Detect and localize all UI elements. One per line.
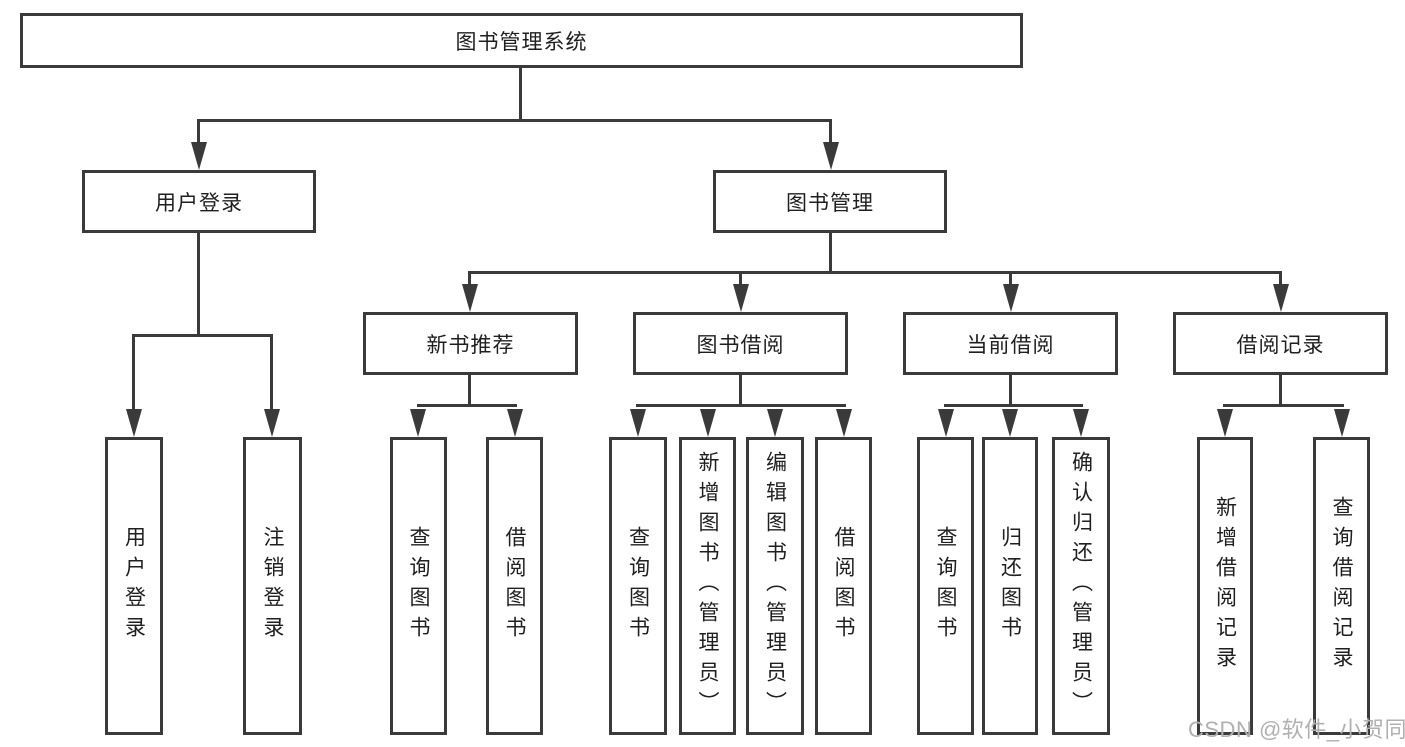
connector-line <box>132 334 135 412</box>
leaf-query-borrow-record: 查询借阅记录 <box>1313 437 1370 735</box>
leaf-query-books-borrow: 查询图书 <box>609 437 667 735</box>
connector-line <box>1279 271 1282 287</box>
node-book-management: 图书管理 <box>713 170 947 233</box>
connector-line <box>1009 375 1012 406</box>
arrow-down-icon <box>191 142 207 170</box>
node-new-book-recommendation: 新书推荐 <box>363 312 578 375</box>
node-borrowing-records: 借阅记录 <box>1173 312 1388 375</box>
arrow-down-icon <box>823 142 839 170</box>
leaf-return-books: 归还图书 <box>982 437 1038 735</box>
arrow-down-icon <box>733 284 749 312</box>
arrow-down-icon <box>126 409 142 437</box>
connector-line <box>636 404 846 407</box>
connector-line <box>1279 375 1282 406</box>
node-user-login: 用户登录 <box>82 170 316 233</box>
connector-line <box>417 404 517 407</box>
connector-line <box>519 68 522 122</box>
connector-line <box>468 375 471 406</box>
arrow-down-icon <box>1073 409 1089 437</box>
arrow-down-icon <box>1273 284 1289 312</box>
node-book-borrowing: 图书借阅 <box>633 312 848 375</box>
arrow-down-icon <box>1334 409 1350 437</box>
connector-line <box>1223 404 1344 407</box>
arrow-down-icon <box>938 409 954 437</box>
leaf-query-books-newbook: 查询图书 <box>390 437 447 735</box>
leaf-add-borrow-record: 新增借阅记录 <box>1197 437 1253 735</box>
leaf-borrow-books-newbook: 借阅图书 <box>486 437 543 735</box>
connector-line <box>197 119 832 122</box>
arrow-down-icon <box>1002 409 1018 437</box>
arrow-down-icon <box>1217 409 1233 437</box>
connector-line <box>468 271 1282 274</box>
leaf-add-books-admin: 新增图书（管理员） <box>679 437 736 735</box>
arrow-down-icon <box>836 409 852 437</box>
connector-line <box>739 271 742 287</box>
arrow-down-icon <box>410 409 426 437</box>
arrow-down-icon <box>462 284 478 312</box>
node-library-system: 图书管理系统 <box>20 13 1023 68</box>
arrow-down-icon <box>630 409 646 437</box>
arrow-down-icon <box>507 409 523 437</box>
connector-line <box>944 404 1083 407</box>
connector-line <box>468 271 471 287</box>
node-current-borrowing: 当前借阅 <box>903 312 1118 375</box>
connector-line <box>132 334 273 337</box>
connector-line <box>829 119 832 146</box>
connector-line <box>1009 271 1012 287</box>
leaf-confirm-return-admin: 确认归还（管理员） <box>1052 437 1110 735</box>
connector-line <box>270 334 273 412</box>
connector-line <box>739 375 742 406</box>
leaf-logout: 注销登录 <box>243 437 302 735</box>
leaf-edit-books-admin: 编辑图书（管理员） <box>746 437 804 735</box>
arrow-down-icon <box>264 409 280 437</box>
watermark-text: CSDN @软件_小贺同学 <box>1188 717 1405 742</box>
arrow-down-icon <box>767 409 783 437</box>
leaf-borrow-books: 借阅图书 <box>815 437 872 735</box>
leaf-query-books-current: 查询图书 <box>917 437 974 735</box>
arrow-down-icon <box>1003 284 1019 312</box>
connector-line <box>829 232 832 274</box>
connector-line <box>197 119 200 146</box>
connector-line <box>197 232 200 337</box>
arrow-down-icon <box>700 409 716 437</box>
leaf-user-login: 用户登录 <box>105 437 163 735</box>
